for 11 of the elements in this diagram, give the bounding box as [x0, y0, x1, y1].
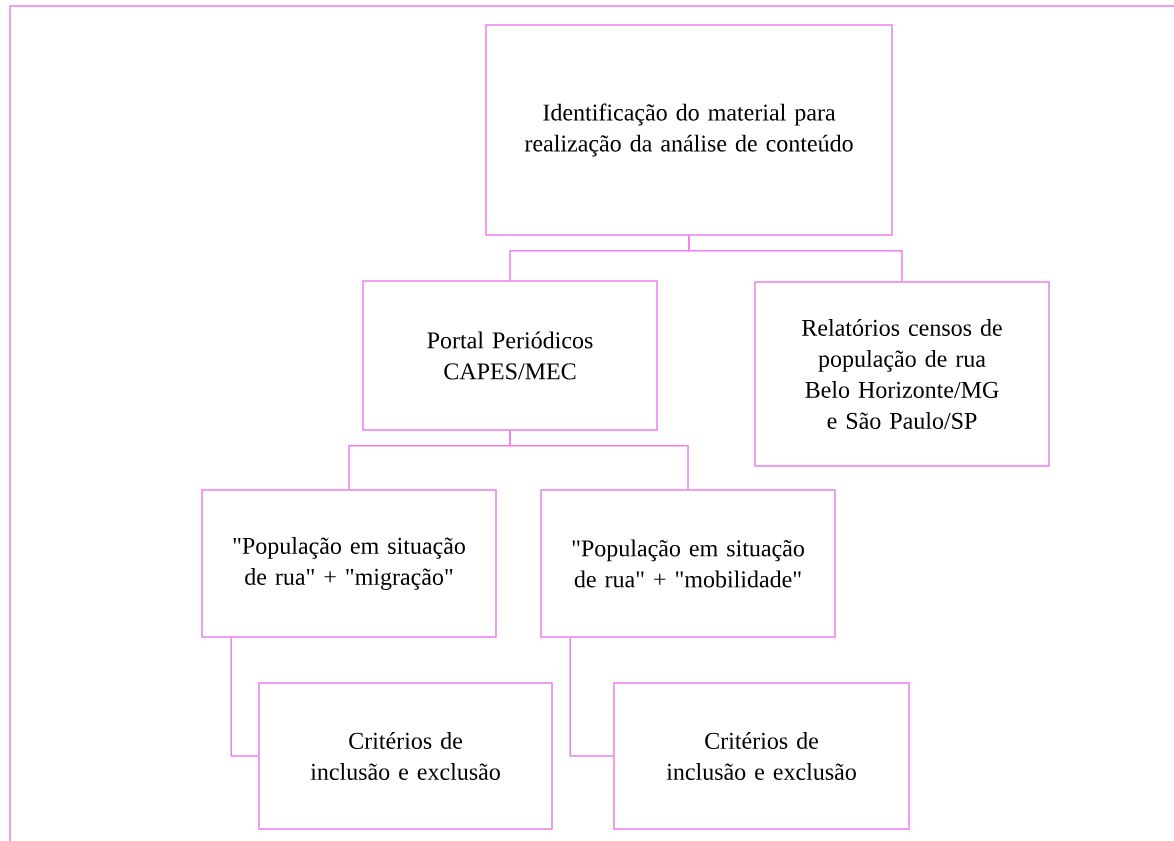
- process-box: Critérios de inclusão e exclusão: [613, 682, 910, 830]
- connector-line: [230, 637, 259, 757]
- process-box: "População em situação de rua" + "mobilidade": [540, 489, 836, 638]
- process-box: Portal Periódicos CAPES/MEC: [362, 280, 658, 431]
- process-box: Critérios de inclusão e exclusão: [258, 682, 553, 830]
- connector-line: [569, 637, 614, 757]
- process-box: "População em situação de rua" + "migração": [201, 489, 497, 638]
- process-box: Relatórios censos de população de rua Belo Horizonte/MG e São Paulo/SP: [754, 281, 1050, 467]
- process-box: Identificação do material para realização da análise de conteúdo: [485, 24, 893, 236]
- connector-line: [509, 430, 689, 490]
- connector-line: [688, 235, 903, 282]
